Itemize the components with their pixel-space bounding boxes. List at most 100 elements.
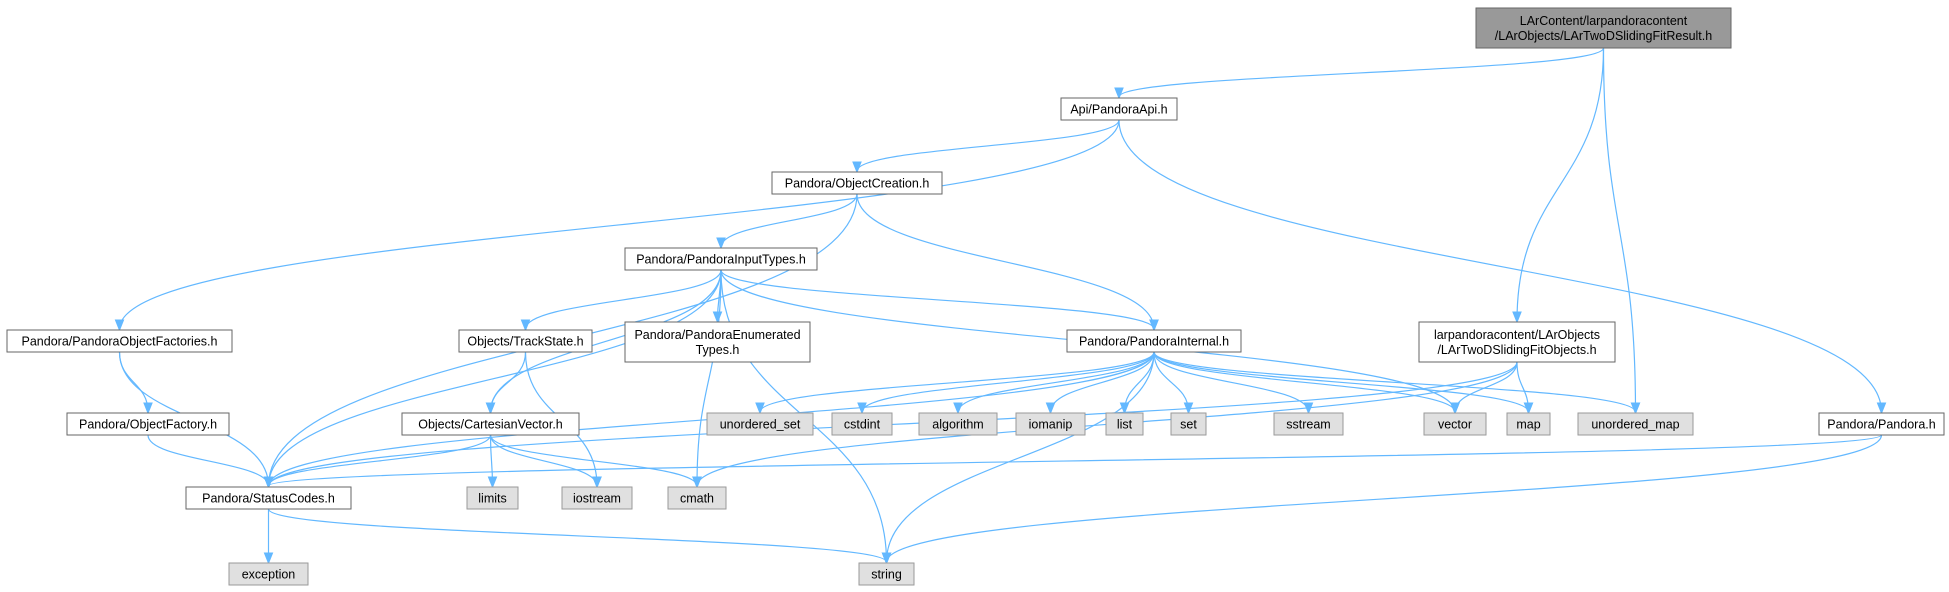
node-cartesian-vector-box [401,412,580,436]
node-sstream-box [1273,412,1344,436]
node-object-factory[interactable]: Pandora/ObjectFactory.h [66,412,230,436]
edge-cartesian-vector-to-iostream [489,434,598,486]
node-sliding-fit-objects-label: /LArTwoDSlidingFitObjects.h [1437,343,1596,357]
node-object-factories[interactable]: Pandora/PandoraObjectFactories.h [6,329,233,353]
node-pandora-api-label: Api/PandoraApi.h [1070,103,1167,117]
node-map: map [1506,412,1551,436]
node-pandora-h[interactable]: Pandora/Pandora.h [1818,412,1945,436]
node-list: list [1105,412,1144,436]
edge-pandora-internal-to-unordered-map [1153,351,1636,412]
node-string-box [858,562,915,586]
node-limits-label: limits [478,492,506,506]
node-sstream: sstream [1273,412,1344,436]
node-cstdint: cstdint [831,412,893,436]
edge-pandora-h-to-string [887,434,1883,562]
node-cmath-box [667,486,727,510]
node-vector-box [1423,412,1487,436]
node-object-factory-label: Pandora/ObjectFactory.h [79,418,217,432]
nodes-layer: LArContent/larpandoracontent/LArObjects/… [6,7,1945,586]
node-exception-box [228,562,309,586]
node-pandora-internal[interactable]: Pandora/PandoraInternal.h [1066,329,1242,353]
node-list-label: list [1117,418,1133,432]
node-object-creation-box [771,171,943,195]
node-limits-box [466,486,519,510]
node-object-factories-box [6,329,233,353]
edge-input-types-to-status-codes [269,269,722,486]
node-unordered-set-label: unordered_set [720,418,801,432]
edge-pandora-internal-to-set [1153,351,1189,412]
node-pandora-api[interactable]: Api/PandoraApi.h [1060,97,1178,121]
edge-status-codes-to-string [267,508,887,562]
node-sliding-fit-objects-box [1418,321,1616,363]
node-vector: vector [1423,412,1487,436]
node-enumerated-types-label: Pandora/PandoraEnumerated [634,328,800,342]
node-object-creation-label: Pandora/ObjectCreation.h [785,177,930,191]
node-object-creation[interactable]: Pandora/ObjectCreation.h [771,171,943,195]
node-track-state-label: Objects/TrackState.h [467,335,583,349]
edge-pandora-internal-to-iomanip [1051,351,1155,412]
node-unordered-map: unordered_map [1577,412,1694,436]
node-object-factory-box [66,412,230,436]
node-unordered-map-box [1577,412,1694,436]
node-exception: exception [228,562,309,586]
edge-root-to-unordered-map [1602,47,1636,412]
node-iostream-box [561,486,633,510]
edge-input-types-to-pandora-internal [720,269,1154,329]
node-list-box [1105,412,1144,436]
node-enumerated-types-label: Types.h [696,343,740,357]
edge-object-factories-to-object-factory [118,351,149,412]
edge-object-creation-to-input-types [721,193,858,247]
edge-input-types-to-track-state [526,269,722,329]
edge-pandora-internal-to-map [1153,351,1529,412]
edge-pandora-internal-to-vector [1153,351,1455,412]
edge-pandora-internal-to-string [887,351,1155,562]
node-exception-label: exception [242,568,296,582]
node-status-codes-label: Pandora/StatusCodes.h [202,492,335,506]
node-string-label: string [871,568,902,582]
node-cmath-label: cmath [680,492,714,506]
node-limits: limits [466,486,519,510]
edge-pandora-internal-to-unordered-set [760,351,1155,412]
node-sstream-label: sstream [1286,418,1330,432]
node-iomanip-box [1015,412,1086,436]
node-set: set [1170,412,1207,436]
node-unordered-set-box [706,412,814,436]
node-pandora-internal-label: Pandora/PandoraInternal.h [1079,335,1229,349]
edge-track-state-to-cartesian-vector [491,351,527,412]
node-set-label: set [1180,418,1197,432]
node-cartesian-vector-label: Objects/CartesianVector.h [418,418,563,432]
node-sliding-fit-objects[interactable]: larpandoracontent/LArObjects/LArTwoDSlid… [1418,321,1616,363]
node-cstdint-label: cstdint [844,418,881,432]
edge-root-to-sliding-fit-objects [1517,47,1605,321]
node-cartesian-vector[interactable]: Objects/CartesianVector.h [401,412,580,436]
node-root[interactable]: LArContent/larpandoracontent/LArObjects/… [1475,7,1732,49]
edge-sliding-fit-objects-to-status-codes [269,361,1518,486]
edge-sliding-fit-objects-to-vector [1455,361,1518,412]
node-sliding-fit-objects-label: larpandoracontent/LArObjects [1434,328,1600,342]
node-map-label: map [1516,418,1540,432]
edges-layer [118,47,1883,562]
node-string: string [858,562,915,586]
edge-cartesian-vector-to-limits [491,434,493,486]
node-unordered-set: unordered_set [706,412,814,436]
edge-pandora-internal-to-algorithm [958,351,1155,412]
node-status-codes[interactable]: Pandora/StatusCodes.h [185,486,352,510]
edge-pandora-h-to-status-codes [269,434,1883,486]
node-track-state[interactable]: Objects/TrackState.h [458,329,593,353]
edge-pandora-api-to-pandora-h [1118,119,1882,412]
node-status-codes-box [185,486,352,510]
node-cstdint-box [831,412,893,436]
node-iostream-label: iostream [573,492,621,506]
node-set-box [1170,412,1207,436]
edge-pandora-api-to-object-factories [120,119,1120,329]
node-pandora-api-box [1060,97,1178,121]
node-unordered-map-label: unordered_map [1591,418,1679,432]
node-pandora-h-box [1818,412,1945,436]
node-vector-label: vector [1438,418,1472,432]
node-input-types[interactable]: Pandora/PandoraInputTypes.h [624,247,818,271]
edge-input-types-to-cmath [697,269,722,486]
node-enumerated-types-box [624,321,811,363]
node-object-factories-label: Pandora/PandoraObjectFactories.h [22,335,218,349]
